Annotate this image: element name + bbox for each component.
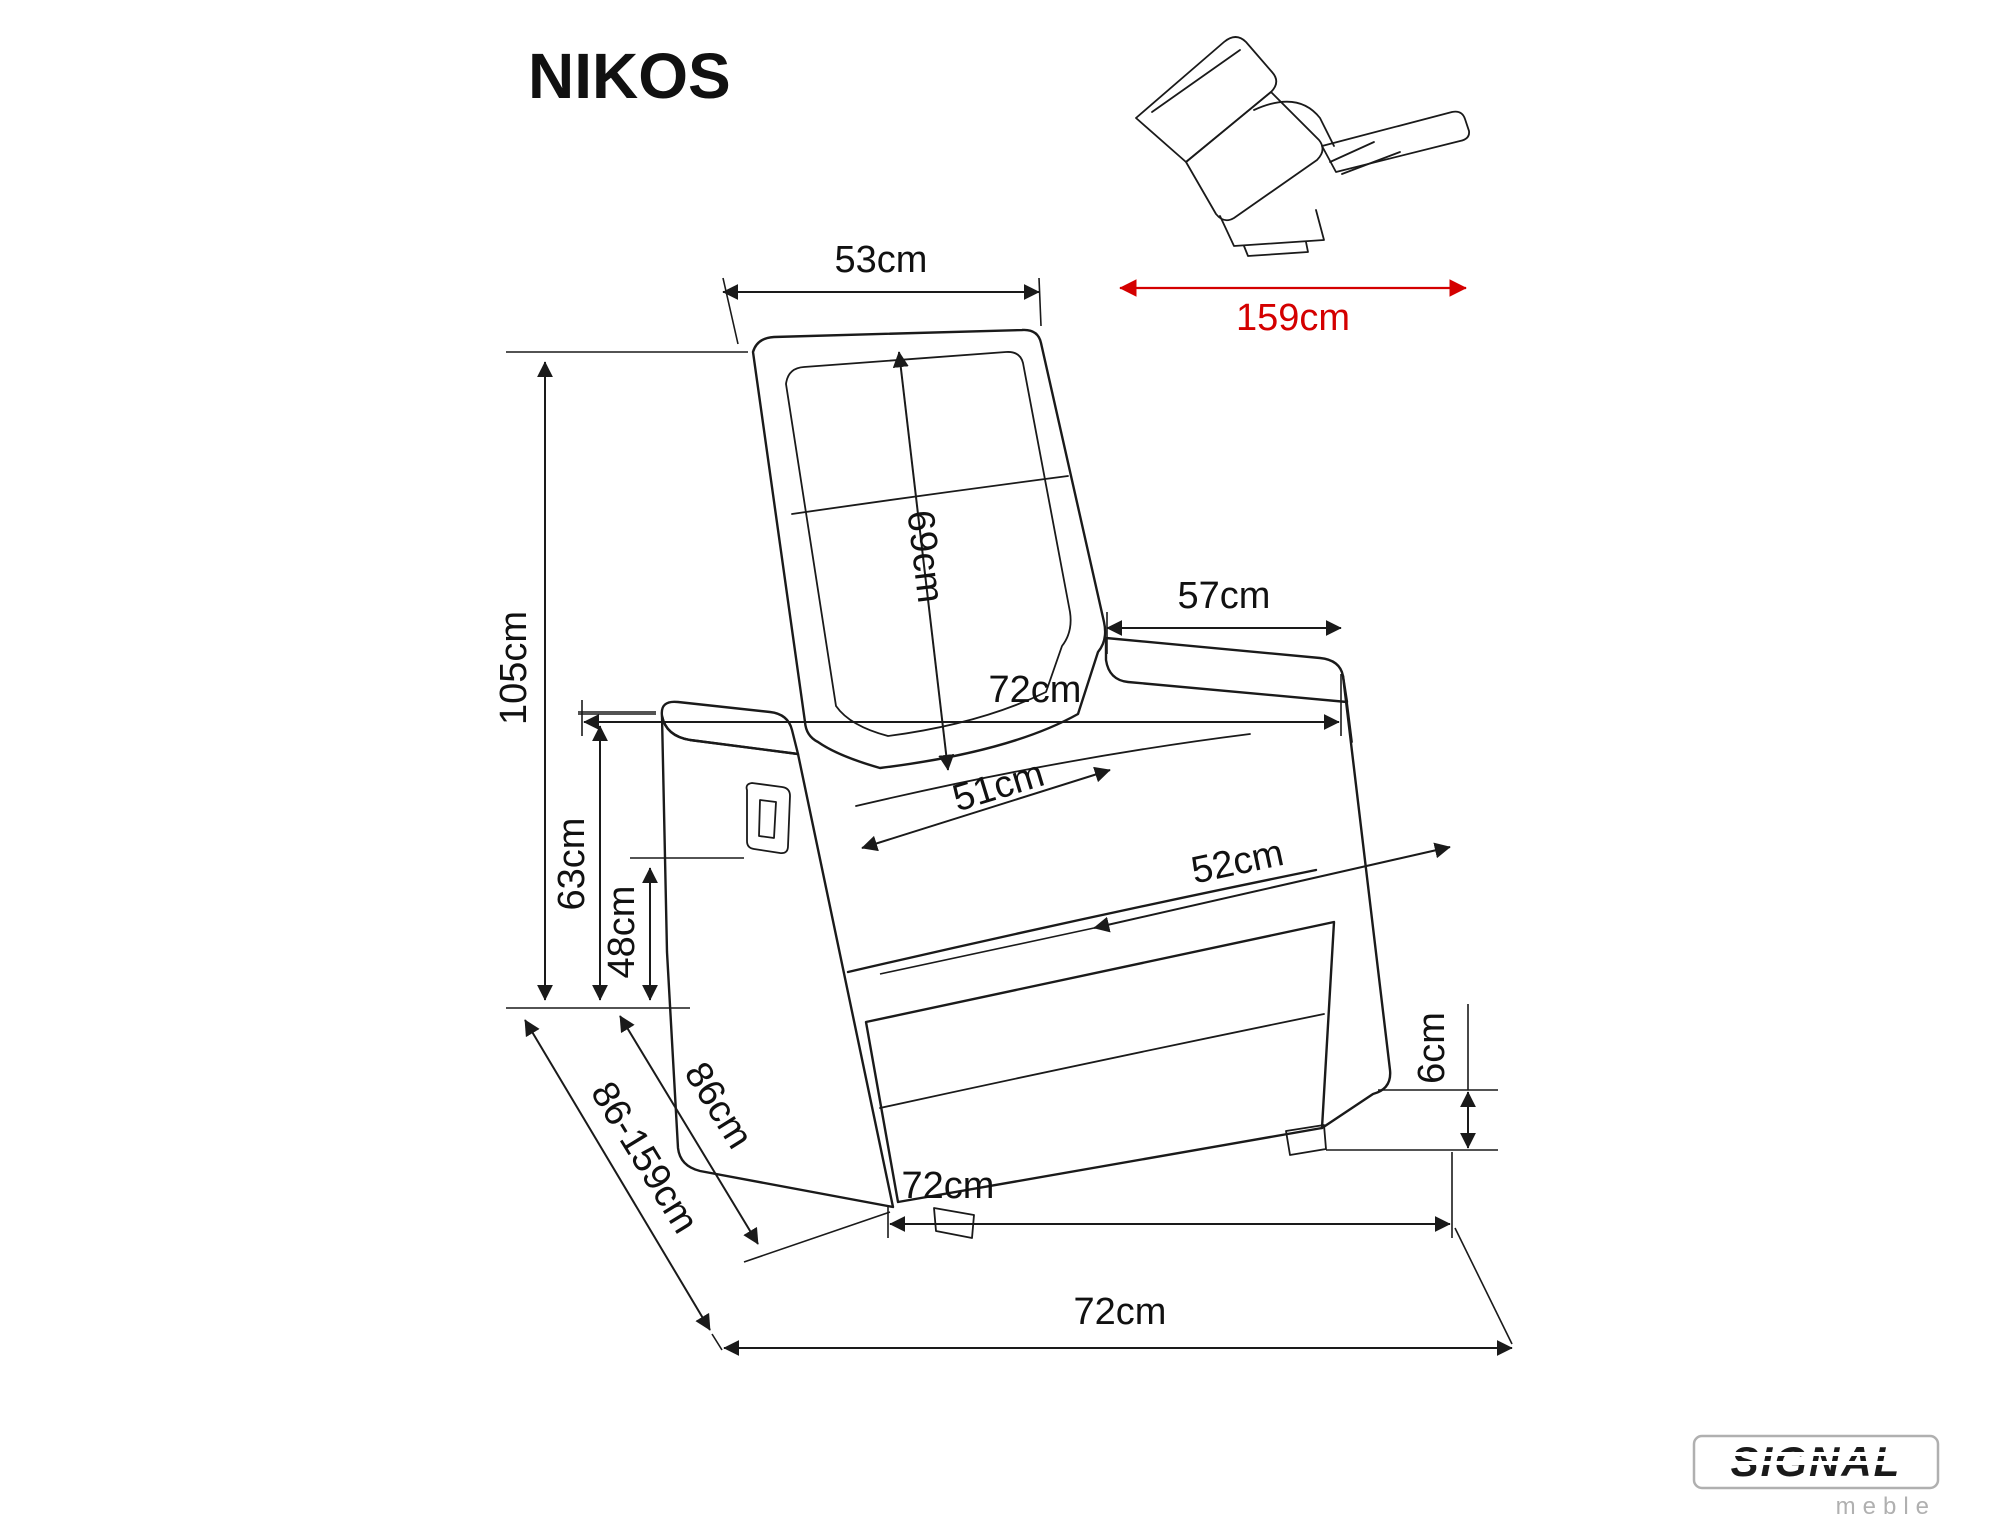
logo-border [1692,1434,1940,1490]
dimension-foot-height: 6cm [1326,1004,1498,1151]
seat-front-edge [846,868,1318,974]
right-armrest-top [1104,636,1349,704]
inset-backrest-seam [1151,49,1241,113]
inset-backrest [1135,36,1278,163]
recline-lever-inner [758,799,777,839]
dimension-label-total-height: 105cm [493,611,535,725]
extension-line [1454,1227,1513,1345]
dimension-label-extended-length: 159cm [1236,297,1350,339]
dimension-label-front-width: 72cm [1074,1291,1167,1333]
backrest-inner-seam [785,351,1072,737]
dimension-label-seat-height: 63cm [551,818,593,911]
inset-footrest [1321,110,1470,173]
dimension-label-base-width: 72cm [902,1165,995,1207]
inset-leg [1243,241,1309,257]
dimension-total-width: 72cm [578,669,1340,736]
logo-stripe [1702,1452,1930,1456]
dimension-line [861,766,1111,852]
inset-seat [1185,91,1324,222]
product-title: NIKOS [528,40,731,112]
dimension-seat-depth: 51cm [861,753,1111,852]
dimension-armrest-depth: 57cm [1106,575,1342,736]
dimension-label-seat-width: 52cm [1188,832,1288,892]
extension-line [711,1333,723,1351]
recline-lever [745,782,791,855]
dimension-armrest-height: 48cm [601,857,744,1001]
dimension-label-foot-height: 6cm [1411,1012,1453,1084]
extension-line [743,1211,891,1263]
dimension-label-armrest-depth: 57cm [1178,575,1271,617]
left-side-panel [660,714,895,1209]
extension-line [722,277,739,345]
dimension-backrest-width: 53cm [722,239,1042,345]
dimension-front-width: 72cm [723,1227,1513,1356]
extension-line [879,927,1095,975]
dimension-line [892,351,955,771]
dimension-total-height: 105cm [493,351,748,1009]
dimension-extended-length: 159cm [1119,279,1467,339]
reclined-chair-inset: 159cm [1119,36,1470,339]
inset-footrest-link [1329,141,1375,163]
footrest-seam [879,1013,1325,1109]
dimension-depth-closed: 86cm [619,1015,891,1263]
footrest-panel [864,920,1336,1204]
dimension-label-seat-depth: 51cm [948,753,1049,820]
seat-back-seam [855,733,1251,807]
right-armrest-front-edge [1346,701,1353,743]
right-side-panel [1320,674,1392,1130]
dimension-label-armrest-height: 48cm [601,886,643,979]
signal-logo: SIGNAL meble [1692,1434,1940,1520]
logo-stripe [1702,1461,1930,1465]
dimension-base-width: 72cm [887,1152,1453,1238]
extension-line [1038,277,1042,327]
logo-sub-text: meble [1836,1493,1936,1520]
inset-footrest-link [1341,151,1401,175]
inset-armrest [1253,100,1335,147]
dimension-backrest-height: 69cm [892,351,955,771]
inset-base [1219,209,1325,247]
dimension-label-total-width: 72cm [989,669,1082,711]
dimension-line [1093,842,1451,933]
dimension-label-depth-closed: 86cm [676,1055,761,1156]
dimension-label-backrest-height: 69cm [898,508,951,605]
dimension-line [524,1019,711,1331]
dimension-label-depth-range: 86-159cm [582,1075,706,1241]
front-right-foot [1285,1124,1327,1156]
dimension-label-backrest-width: 53cm [835,239,928,281]
